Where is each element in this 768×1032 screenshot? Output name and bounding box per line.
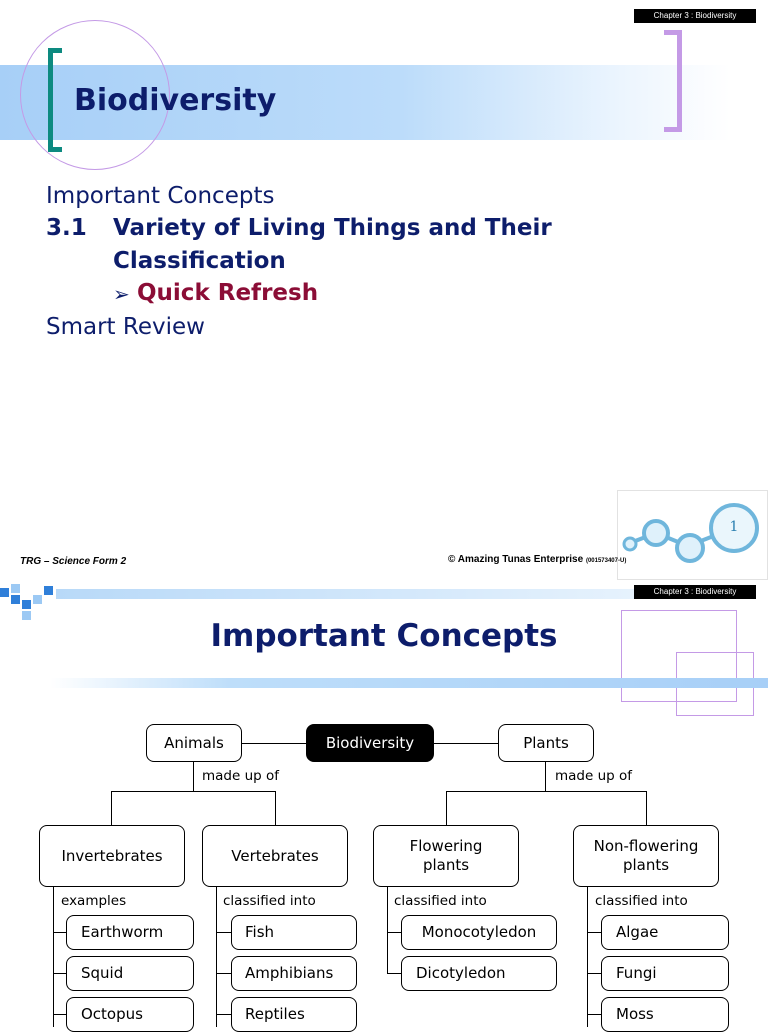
molecule-logo: 1 [617,490,768,580]
tick-moss [587,1014,601,1015]
node-fish: Fish [231,915,357,950]
node-monocotyledon: Monocotyledon [401,915,557,950]
page-number: 1 [729,519,739,535]
menu-section-number: 3.1 [46,215,87,241]
footer-right: © Amazing Tunas Enterprise (001573407-U) [448,554,626,565]
node-animals: Animals [146,724,242,762]
title-underline [50,678,768,688]
left-bracket [48,48,62,152]
node-algae: Algae [601,915,729,950]
branch-plants [446,791,647,792]
node-squid: Squid [66,956,194,991]
node-invertebrates: Invertebrates [39,825,185,887]
tick-earthworm [53,932,66,933]
node-fungi: Fungi [601,956,729,991]
pixel-decoration [0,580,80,620]
molecule-icon [622,503,759,563]
label-examples: examples [61,893,127,909]
tick-fish [216,932,231,933]
menu-important-concepts[interactable]: Important Concepts [46,183,275,209]
tick-octopus [53,1014,66,1015]
spine-nonflowering [587,887,588,1027]
registration-number: (001573407-U) [585,558,627,564]
node-octopus: Octopus [66,997,194,1032]
right-bracket [664,30,682,132]
footer-left: TRG – Science Form 2 [20,556,127,567]
node-dicotyledon: Dicotyledon [401,956,557,991]
tick-squid [53,973,66,974]
decor-square-1 [621,610,737,702]
tick-fungi [587,973,601,974]
link-animals-down [193,762,194,792]
link-animals-root [242,743,306,744]
node-plants: Plants [498,724,594,762]
label-made-up-of-plants: made up of [555,768,633,784]
chapter-tag-2: Chapter 3 : Biodiversity [634,585,756,599]
slide-1: Chapter 3 : Biodiversity Biodiversity Im… [0,9,768,580]
menu-section-line-1[interactable]: Variety of Living Things and Their [113,215,552,241]
label-classified-nonflowering: classified into [595,893,688,909]
slide-title: Biodiversity [74,83,277,118]
branch-animals [111,791,276,792]
node-vertebrates: Vertebrates [202,825,348,887]
drop-flowering [446,791,447,825]
drop-nonflowering [646,791,647,825]
link-plants-down [545,762,546,792]
decorative-circle [20,20,170,170]
menu-section-line-2[interactable]: Classification [113,248,286,274]
nonflowering-line-2: plants [622,856,670,874]
drop-vertebrates [275,791,276,825]
tick-reptiles [216,1014,231,1015]
chapter-tag: Chapter 3 : Biodiversity [634,9,756,23]
flowering-line-1: Flowering [409,837,483,856]
menu-quick-refresh[interactable]: Quick Refresh [137,280,319,306]
node-moss: Moss [601,997,729,1032]
tick-dicotyledon [387,973,401,974]
label-made-up-of-animals: made up of [202,768,280,784]
spine-invertebrates [53,887,54,1027]
slide-2: Chapter 3 : Biodiversity Important Conce… [0,580,768,1032]
node-nonflowering-plants: Non-flowering plants [573,825,719,887]
quick-refresh-bullet: ➢ [113,282,130,306]
node-flowering-plants: Flowering plants [373,825,519,887]
label-classified-vertebrates: classified into [223,893,316,909]
spine-vertebrates [216,887,217,1027]
node-earthworm: Earthworm [66,915,194,950]
menu-smart-review[interactable]: Smart Review [46,314,205,340]
top-rule [56,589,636,599]
label-classified-flowering: classified into [394,893,487,909]
nonflowering-line-1: Non-flowering [593,837,699,856]
slide-2-title: Important Concepts [210,618,558,654]
spine-flowering [387,887,388,974]
copyright-text: © Amazing Tunas Enterprise [448,554,584,565]
tick-amphibians [216,973,231,974]
concept-map: Animals Biodiversity Plants made up of m… [0,580,768,1032]
link-root-plants [434,743,498,744]
flowering-line-2: plants [422,856,470,874]
drop-invertebrates [111,791,112,825]
tick-monocotyledon [387,932,401,933]
node-amphibians: Amphibians [231,956,357,991]
node-biodiversity: Biodiversity [306,724,434,762]
node-reptiles: Reptiles [231,997,357,1032]
tick-algae [587,932,601,933]
